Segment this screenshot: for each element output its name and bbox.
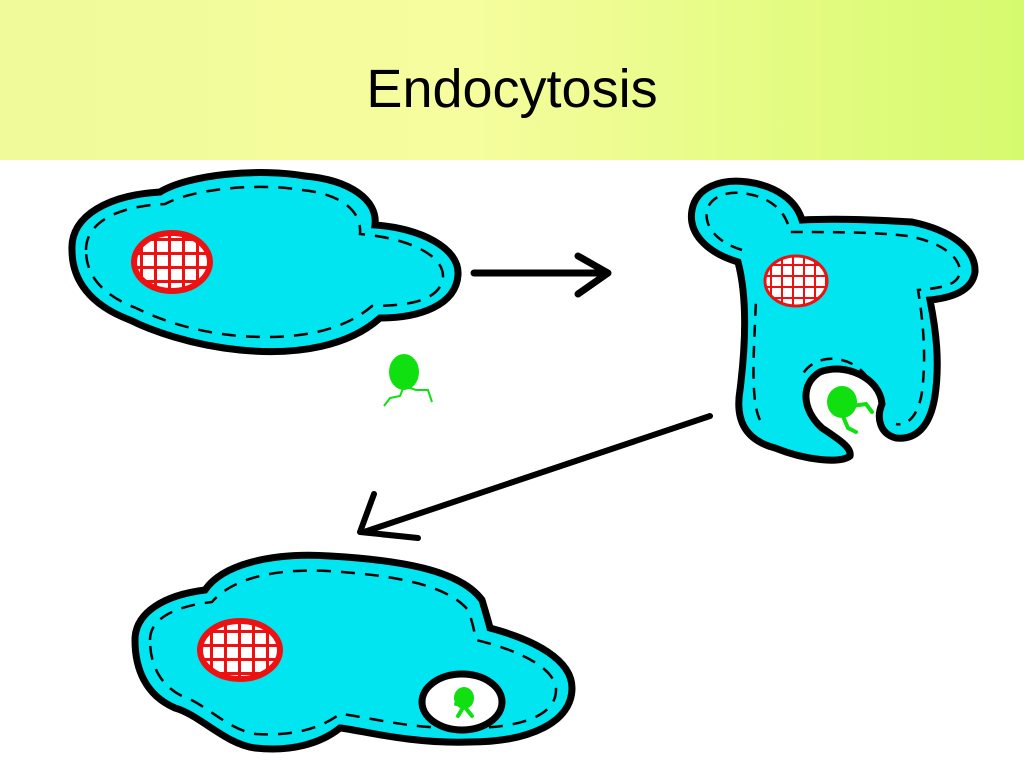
nucleus-icon bbox=[763, 254, 829, 308]
nucleus-icon bbox=[197, 618, 283, 682]
right-arrow-icon bbox=[470, 252, 612, 298]
cell-with-vacuole bbox=[131, 551, 576, 753]
down-left-arrow-icon bbox=[357, 413, 713, 541]
particle-icon bbox=[827, 386, 874, 434]
cell-before-uptake bbox=[68, 169, 462, 356]
particle-icon bbox=[383, 354, 433, 407]
slide-title: Endocytosis bbox=[366, 59, 658, 119]
membrane-dashes bbox=[148, 569, 558, 736]
cell-engulfing-particle bbox=[687, 177, 979, 464]
nucleus-icon bbox=[131, 230, 213, 294]
particle-icon bbox=[454, 687, 474, 718]
cell-membrane bbox=[687, 177, 979, 464]
membrane-dashes bbox=[84, 185, 445, 339]
title-band bbox=[0, 0, 1024, 160]
membrane-dashes bbox=[705, 191, 962, 426]
cell-membrane bbox=[68, 169, 462, 356]
